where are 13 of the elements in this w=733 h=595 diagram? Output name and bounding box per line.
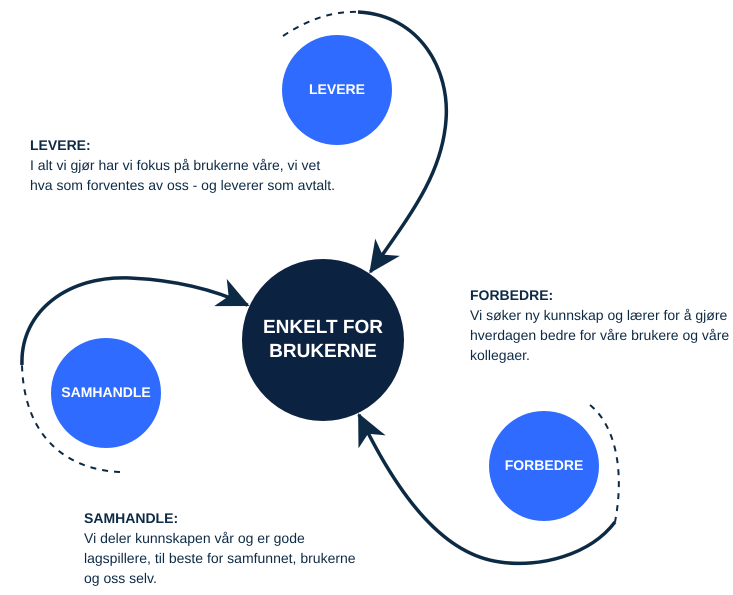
description: Vi søker ny kunnskap og lærer for å gjøre hverdagen bedre for våre brukere og våre kollegaer. <box>470 306 730 365</box>
heading: LEVERE: <box>30 136 92 155</box>
description: I alt vi gjør har vi fokus på brukerne våre, vi vet hva som forventes av oss - og leverer som avtalt. <box>30 156 335 195</box>
heading: FORBEDRE: <box>470 286 554 305</box>
circle-label: FORBEDRE <box>504 457 584 475</box>
curved-arrow <box>358 10 448 274</box>
circle-label: SAMHANDLE <box>61 384 151 402</box>
description: Vi deler kunnskapen vår og er gode lagspillere, til beste for samfunnet, brukerne og oss selv. <box>84 529 357 588</box>
circle-label: ENKELT FOR BRUKERNE <box>262 316 384 364</box>
curved-arrow <box>357 413 616 566</box>
circle-label: LEVERE <box>308 81 365 99</box>
heading: SAMHANDLE: <box>84 509 180 528</box>
curved-arrow <box>20 276 250 366</box>
